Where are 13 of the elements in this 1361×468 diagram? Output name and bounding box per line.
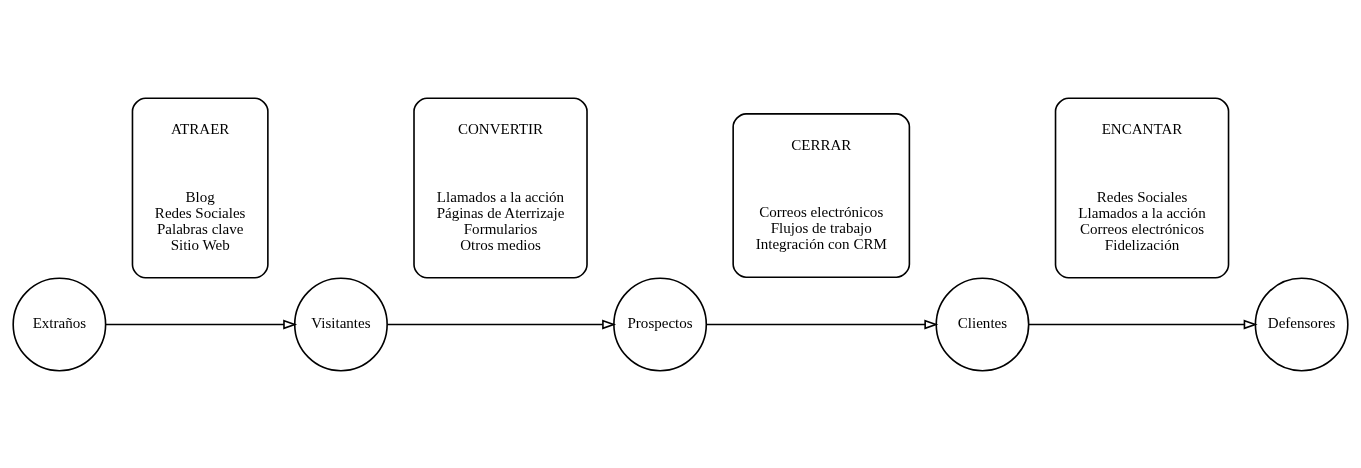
node-circle: Clientes	[935, 277, 1030, 371]
node-circle: Extraños	[12, 277, 107, 371]
node-box: CERRAR Correos electrónicos Flujos de trabajo Integración con CRM	[732, 112, 911, 278]
node-box: ENCANTAR Redes Sociales Llamados a la acción Correos electrónicos Fidelización	[1054, 97, 1230, 279]
arrow	[104, 319, 298, 329]
arrow	[386, 319, 617, 329]
node-circle: Visitantes	[293, 277, 388, 371]
node-box: ATRAER Blog Redes Sociales Palabras clave Sitio Web	[131, 97, 269, 279]
node-circle: Prospectos	[613, 277, 708, 371]
node-box: CONVERTIR Llamados a la acción Páginas de Aterrizaje Formularios Otros medios	[413, 97, 588, 279]
node-circle: Defensores	[1254, 277, 1349, 371]
arrow	[705, 319, 939, 329]
arrow	[1028, 319, 1258, 329]
